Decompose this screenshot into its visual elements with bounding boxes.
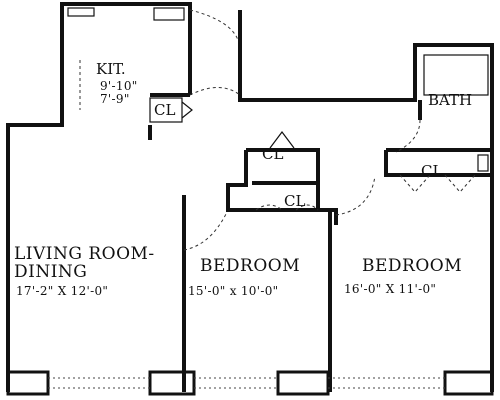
bedroom2-label: BEDROOM bbox=[362, 256, 463, 276]
bath-label: BATH bbox=[428, 91, 473, 109]
kitchen-door-swing bbox=[189, 87, 241, 96]
kitchen-top-wall bbox=[60, 2, 192, 95]
bath-outer-wall bbox=[238, 10, 494, 392]
closet-bed2-top bbox=[384, 150, 490, 177]
living-left-wall bbox=[6, 4, 64, 392]
hall-closet-door bbox=[269, 131, 295, 149]
wall-pier-1 bbox=[6, 370, 50, 396]
entry-door-swing bbox=[189, 9, 239, 41]
bathtub bbox=[423, 54, 489, 96]
bedroom1-closet-label: CL bbox=[284, 192, 306, 210]
kitchen-appliance bbox=[153, 7, 185, 21]
kitchen-closet-door bbox=[181, 101, 193, 119]
bedroom1-dims: 15'-0" x 10'-0" bbox=[188, 284, 279, 298]
fixtures bbox=[67, 7, 489, 172]
exterior-bottom-wall bbox=[6, 370, 494, 396]
kitchen-dim-1: 9'-10" bbox=[100, 79, 138, 93]
bedroom1-label: BEDROOM bbox=[200, 256, 301, 276]
living-dims: 17'-2" X 12'-0" bbox=[16, 284, 109, 298]
bedroom2-dims: 16'-0" X 11'-0" bbox=[344, 282, 437, 296]
closet-bed1-door-swing-2 bbox=[295, 204, 319, 211]
closet-hall-wall-right bbox=[246, 148, 320, 210]
living-door-swing bbox=[183, 213, 227, 251]
wall-pier-2 bbox=[148, 370, 196, 396]
kitchen-closet bbox=[149, 97, 183, 123]
bath-sink bbox=[477, 154, 489, 172]
living-room-label: LIVING ROOM- bbox=[14, 244, 155, 264]
windows bbox=[48, 377, 445, 389]
closet-bed2-door-swing-2 bbox=[444, 174, 476, 193]
kitchen-counter-top bbox=[67, 7, 95, 17]
hall-closet-label: CL bbox=[262, 145, 284, 163]
bedroom2-closet-label: CL bbox=[421, 162, 443, 180]
bedroom2-door-swing bbox=[335, 175, 376, 216]
closet-bed2-door-swing bbox=[399, 174, 431, 193]
wall-pier-3 bbox=[276, 370, 330, 396]
wall-pier-4 bbox=[443, 370, 494, 396]
kitchen-dim-2: 7'-9" bbox=[100, 92, 130, 106]
walls bbox=[6, 2, 494, 392]
kitchen-label: KIT. bbox=[96, 60, 126, 78]
closet-bed1-door-swing bbox=[255, 204, 283, 211]
bath-door-swing bbox=[395, 119, 421, 153]
closet-hall-wall bbox=[226, 150, 248, 212]
dining-label: DINING bbox=[14, 262, 88, 282]
kitchen-closet-label: CL bbox=[154, 101, 176, 119]
door-swings bbox=[79, 9, 476, 251]
